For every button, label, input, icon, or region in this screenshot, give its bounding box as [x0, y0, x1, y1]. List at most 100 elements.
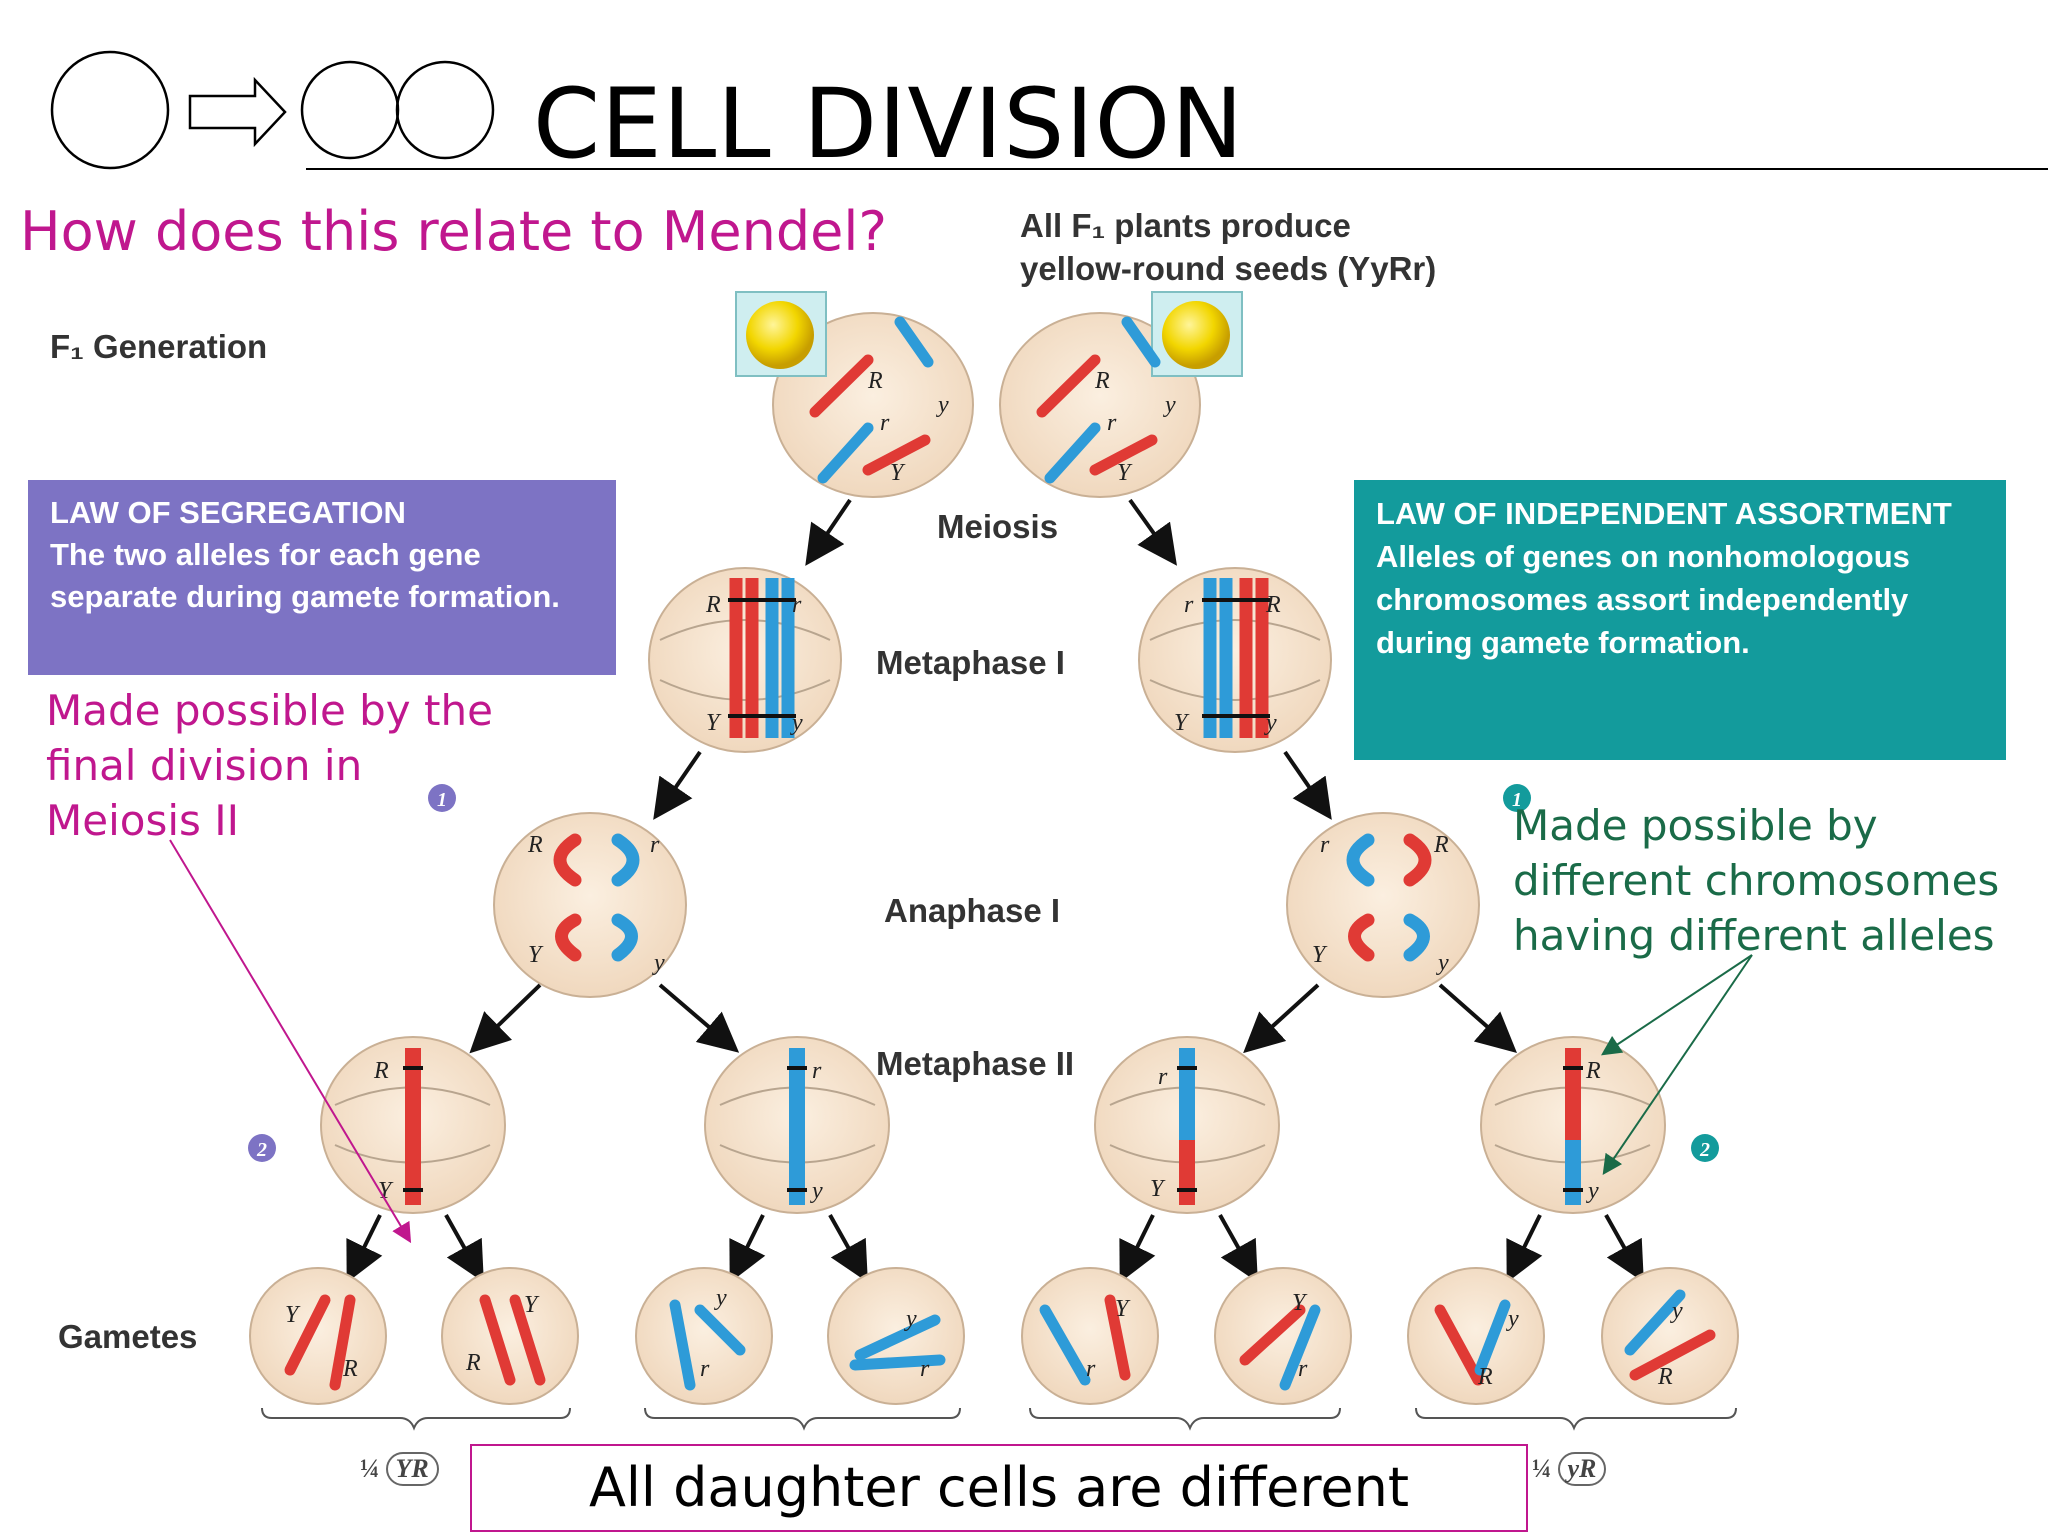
law-segregation-heading: LAW OF SEGREGATION: [50, 495, 406, 530]
allele-label: Y: [524, 1292, 540, 1318]
f1-note-line1: All F₁ plants produce: [1020, 207, 1351, 244]
allele-label: R: [1265, 592, 1281, 618]
allele-label: y: [1670, 1298, 1683, 1324]
f1-note: All F₁ plants produce yellow-round seeds…: [1020, 204, 1436, 290]
gamete-cell: [1407, 1267, 1545, 1405]
segregation-pointer: [169, 839, 412, 1244]
law-of-segregation-box: LAW OF SEGREGATION The two alleles for e…: [28, 480, 616, 675]
allele-label: y: [1506, 1306, 1519, 1332]
allele-label: y: [652, 950, 665, 976]
allele-label: r: [650, 832, 660, 858]
page-title: CELL DIVISION: [533, 68, 1245, 180]
metaphase1-cell: [1138, 567, 1332, 753]
law-independent-text: Alleles of genes on nonhomologous chromo…: [1376, 539, 1910, 660]
allele-label: r: [920, 1356, 930, 1382]
allele-label: Y: [1117, 460, 1133, 486]
allele-label: R: [1585, 1058, 1601, 1084]
svg-text:1: 1: [1512, 789, 1522, 811]
allele-label: Y: [890, 460, 906, 486]
allele-label: r: [1086, 1356, 1096, 1382]
allele-label: y: [936, 392, 949, 418]
allele-label: y: [810, 1178, 823, 1204]
yellow-round-seed-icon: [1162, 301, 1230, 369]
parent-cell-icon: [50, 50, 170, 170]
allele-label: R: [527, 832, 543, 858]
segregation-annotation: Made possible by the final division in M…: [46, 686, 493, 845]
arrow-right-icon: [188, 76, 287, 148]
allele-label: r: [792, 592, 802, 618]
allele-label: r: [880, 410, 890, 436]
fraction-value: ¼: [1532, 1454, 1552, 1483]
step-marker: 1: [428, 784, 456, 812]
anaphase1-cell: [1286, 812, 1480, 998]
cell-division-icon: [50, 50, 495, 170]
stage-label-gametes: Gametes: [58, 1318, 198, 1355]
allele-label: r: [1320, 832, 1330, 858]
allele-label: y: [790, 710, 803, 736]
allele-label: r: [812, 1058, 822, 1084]
allele-label: Y: [285, 1302, 301, 1328]
fraction-value: ¼: [360, 1454, 380, 1483]
allele-label: R: [1433, 832, 1449, 858]
allele-label: r: [1298, 1356, 1308, 1382]
allele-label: Y: [528, 942, 544, 968]
allele-label: Y: [1150, 1176, 1166, 1202]
gamete-cell: [1021, 1267, 1159, 1405]
allele-label: R: [342, 1356, 358, 1382]
daughter-cell-icon: [395, 60, 495, 160]
independent-annotation: Made possible by different chromosomes h…: [1513, 801, 2000, 960]
stage-label-metaphase1: Metaphase I: [876, 644, 1065, 681]
allele-label: y: [904, 1306, 917, 1332]
allele-label: R: [1094, 368, 1110, 394]
independent-pointer: [1601, 954, 1753, 1056]
genotype-pill: yR: [1557, 1452, 1607, 1486]
law-segregation-text: The two alleles for each gene separate d…: [50, 537, 560, 614]
svg-text:2: 2: [256, 1139, 267, 1161]
allele-label: Y: [1292, 1290, 1308, 1316]
allele-label: Y: [1174, 710, 1190, 736]
allele-label: y: [1264, 710, 1277, 736]
allele-label: R: [373, 1058, 389, 1084]
allele-label: y: [714, 1285, 727, 1311]
allele-label: r: [700, 1356, 710, 1382]
allele-label: R: [867, 368, 883, 394]
allele-label: Y: [1312, 942, 1328, 968]
genotype-pill: YR: [385, 1452, 439, 1486]
allele-label: y: [1586, 1178, 1599, 1204]
law-of-independent-assortment-box: LAW OF INDEPENDENT ASSORTMENT Alleles of…: [1354, 480, 2006, 760]
allele-label: R: [465, 1350, 481, 1376]
independent-pointer: [1602, 954, 1753, 1175]
allele-label: R: [705, 592, 721, 618]
allele-label: R: [1477, 1364, 1493, 1390]
allele-label: R: [1657, 1364, 1673, 1390]
allele-label: y: [1436, 950, 1449, 976]
mendel-question: How does this relate to Mendel?: [20, 200, 887, 263]
svg-text:1: 1: [437, 789, 447, 811]
conclusion-box: All daughter cells are different: [470, 1444, 1528, 1532]
allele-label: r: [1158, 1064, 1168, 1090]
allele-label: r: [1184, 592, 1194, 618]
allele-label: Y: [706, 710, 722, 736]
allele-label: r: [1107, 410, 1117, 436]
f1-generation-label: F₁ Generation: [50, 328, 268, 365]
allele-label: y: [1163, 392, 1176, 418]
law-independent-heading: LAW OF INDEPENDENT ASSORTMENT: [1376, 496, 1952, 531]
yellow-round-seed-icon: [746, 301, 814, 369]
f1-note-line2: yellow-round seeds (YyRr): [1020, 250, 1437, 287]
allele-label: Y: [378, 1178, 394, 1204]
allele-label: Y: [1115, 1296, 1131, 1322]
gamete-cell: [249, 1267, 387, 1405]
metaphase1-cell: [648, 567, 842, 753]
step-marker: 2: [248, 1134, 276, 1162]
gamete-cell: [441, 1267, 579, 1405]
gamete-cell: [635, 1267, 773, 1405]
svg-text:2: 2: [1699, 1139, 1710, 1161]
stage-label-meiosis: Meiosis: [937, 508, 1059, 545]
stage-label-metaphase2: Metaphase II: [876, 1045, 1075, 1082]
title-underline: [306, 168, 2048, 170]
step-marker: 2: [1691, 1134, 1719, 1162]
